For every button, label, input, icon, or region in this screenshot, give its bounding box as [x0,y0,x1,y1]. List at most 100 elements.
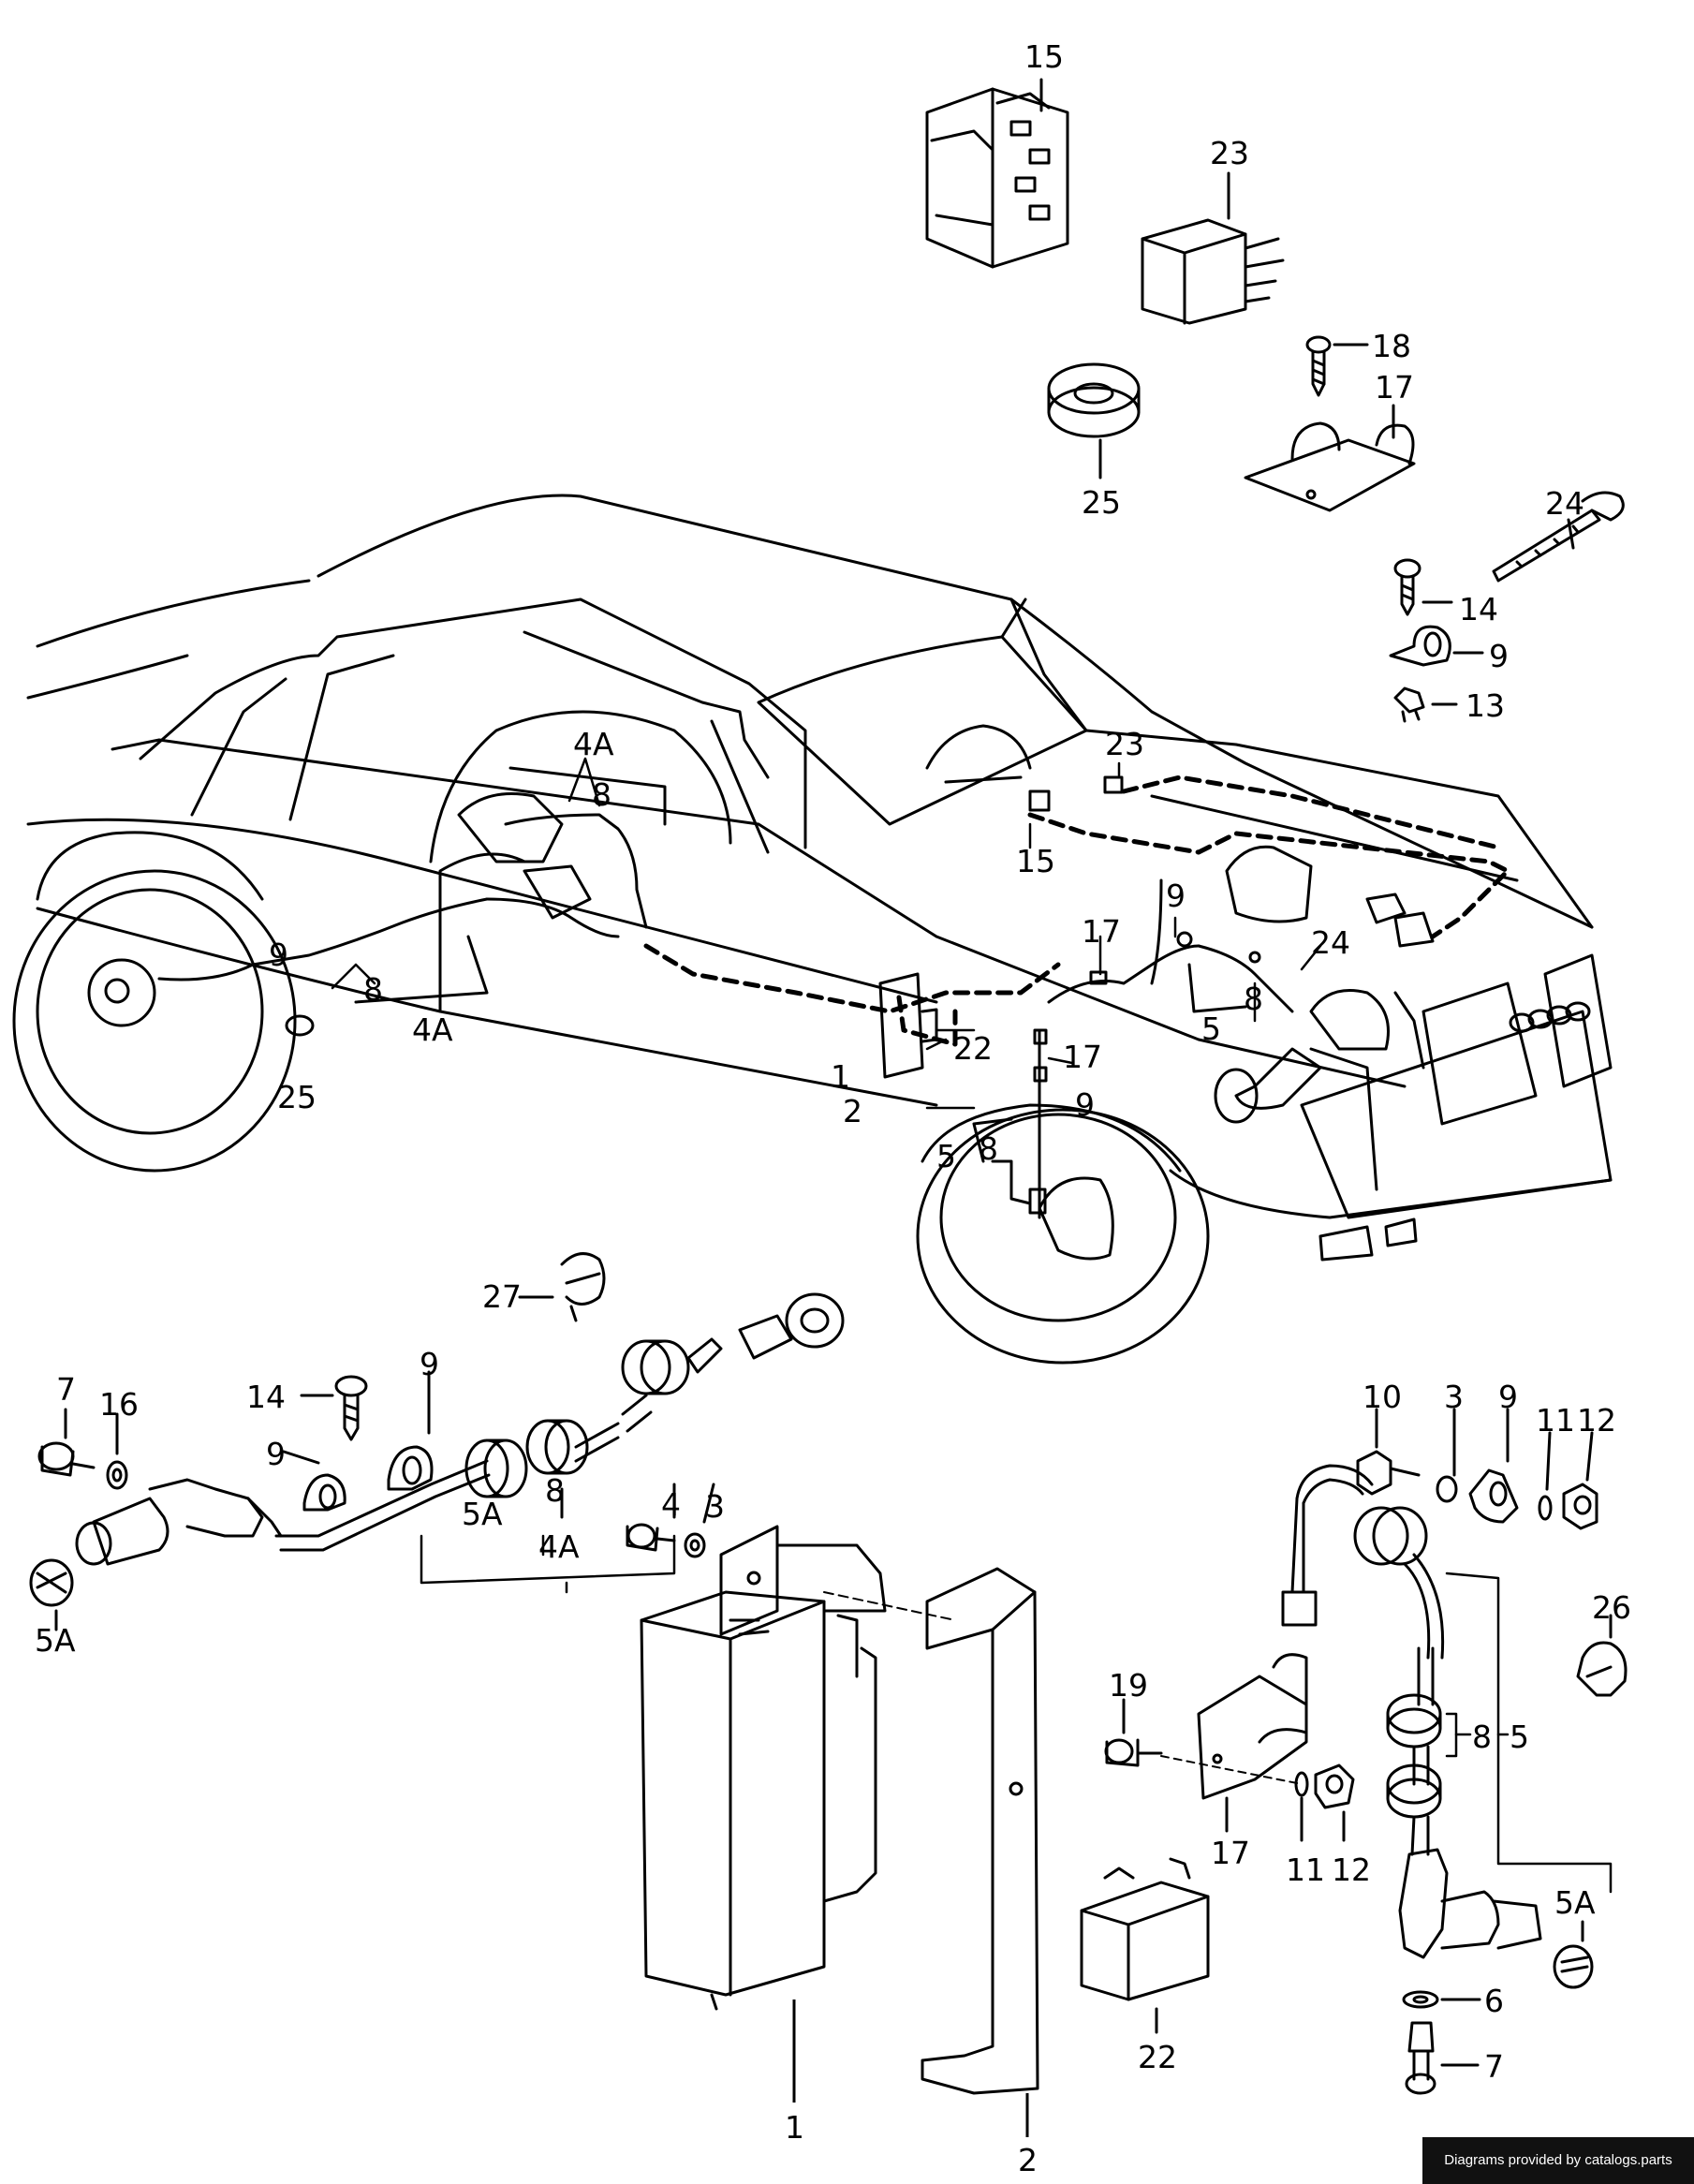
label-strap: 24 [1545,485,1584,522]
sensor-left [75,1478,283,1566]
label-10: 10 [1363,1379,1402,1415]
screw-14-left [334,1375,368,1441]
label-car-5: 5 [1201,1011,1221,1047]
bracket-part [1244,421,1416,512]
label-9-right: 9 [1498,1379,1518,1415]
label-car-23: 23 [1105,726,1144,762]
control-unit-part [640,1525,887,2011]
label-5a-left: 5A [35,1622,76,1659]
clip-27-part [560,1252,606,1322]
label-clip-right: 9 [1489,638,1509,674]
mounting-bracket-part [921,1567,1039,2095]
sensor-cap-5a-right [1553,1944,1594,1989]
rear-arch [429,710,732,920]
screw-part [1305,335,1332,397]
bolt-4 [626,1523,676,1552]
nut-clip-part [1393,686,1425,723]
washer-6 [1402,1990,1439,2009]
label-car-15: 15 [1016,843,1055,879]
bracket-17-right [1197,1653,1308,1800]
sensor-cables [157,813,1294,1219]
clip-26 [1576,1641,1628,1697]
label-car-9c: 9 [1075,1086,1095,1123]
wiring-harness-dashed [643,775,1510,1047]
label-5a-mid: 5A [462,1496,503,1532]
label-12-a: 12 [1577,1402,1616,1439]
label-car-24: 24 [1311,924,1350,961]
label-grommet-top: 25 [1082,484,1121,521]
label-car-1: 1 [831,1058,850,1095]
callout-bracket-4a [420,1534,676,1594]
label-2-bottom: 2 [1018,2142,1038,2178]
callout-bracket-right [1445,1572,1613,1894]
label-9-a: 9 [420,1346,439,1382]
label-8-left: 8 [545,1472,565,1509]
label-16: 16 [99,1386,139,1423]
bolt-19 [1104,1738,1163,1767]
label-27: 27 [482,1278,522,1315]
label-11-a: 11 [1536,1402,1575,1439]
label-relay-switch: 15 [1024,38,1064,75]
label-screw-right: 14 [1459,591,1498,627]
car-body [26,494,1613,1262]
grommets-left [464,1292,845,1498]
label-19: 19 [1109,1667,1148,1704]
car-leaders [331,757,1322,1110]
label-car-8b: 8 [1244,981,1263,1017]
sensor-cable-left [274,1459,491,1552]
label-car-8-left: 8 [363,971,383,1008]
label-bracket-top: 17 [1375,369,1414,406]
rear-wheel [12,831,297,1173]
bolt-7-left [37,1441,96,1477]
nut-12-a [1562,1483,1598,1530]
label-car-17b: 17 [1063,1039,1102,1075]
credit-banner: Diagrams provided by catalogs.parts [1422,2137,1694,2184]
label-7-left: 7 [56,1371,76,1408]
nut-12-b [1314,1763,1355,1809]
label-11-b: 11 [1286,1852,1325,1888]
label-car-25: 25 [277,1079,317,1115]
label-7-right: 7 [1484,2048,1504,2085]
washer-3 [684,1532,706,1558]
bolt-10 [1356,1450,1421,1496]
front-wheel [916,1103,1210,1365]
clip-part-right [1389,625,1451,667]
relay-box-part [1141,218,1285,325]
engine-components [1214,845,1435,1124]
label-nut-clip: 13 [1466,687,1505,724]
label-car-4a: 4A [573,726,614,762]
label-screw-top: 18 [1372,328,1411,364]
washer-11-b [1294,1771,1309,1797]
washer-3-right [1436,1475,1458,1503]
label-1-bottom: 1 [785,2109,804,2146]
label-3-right: 3 [1444,1379,1464,1415]
label-car-9a: 9 [1166,878,1186,914]
label-car-4a-b: 4A [412,1011,453,1048]
label-14-left: 14 [246,1379,286,1415]
label-5a-right: 5A [1554,1884,1596,1921]
label-9-b: 9 [266,1436,286,1472]
bolt-7-right [1405,2021,1436,2095]
washer-11-a [1538,1495,1553,1521]
label-car-2: 2 [843,1093,862,1129]
label-12-b: 12 [1332,1852,1371,1888]
label-relay-box: 23 [1210,135,1249,171]
label-car-5b: 5 [936,1138,956,1174]
label-car-22: 22 [953,1030,993,1067]
clip-9-b [302,1473,346,1512]
label-car-17: 17 [1082,913,1121,950]
label-26: 26 [1592,1589,1631,1626]
label-car-9b: 9 [269,937,288,973]
sensor-cable-right [1281,1464,1542,1959]
grommet-part [1047,362,1141,438]
label-car-8c: 8 [979,1130,998,1167]
clip-9-a [387,1445,434,1491]
label-4: 4 [661,1486,681,1523]
relay-switch-part [925,87,1069,269]
label-3-left: 3 [705,1488,725,1525]
label-car-8: 8 [592,776,611,813]
car-markers [285,775,1261,1215]
label-8-right: 8 [1472,1719,1492,1755]
washer-16 [106,1460,128,1490]
